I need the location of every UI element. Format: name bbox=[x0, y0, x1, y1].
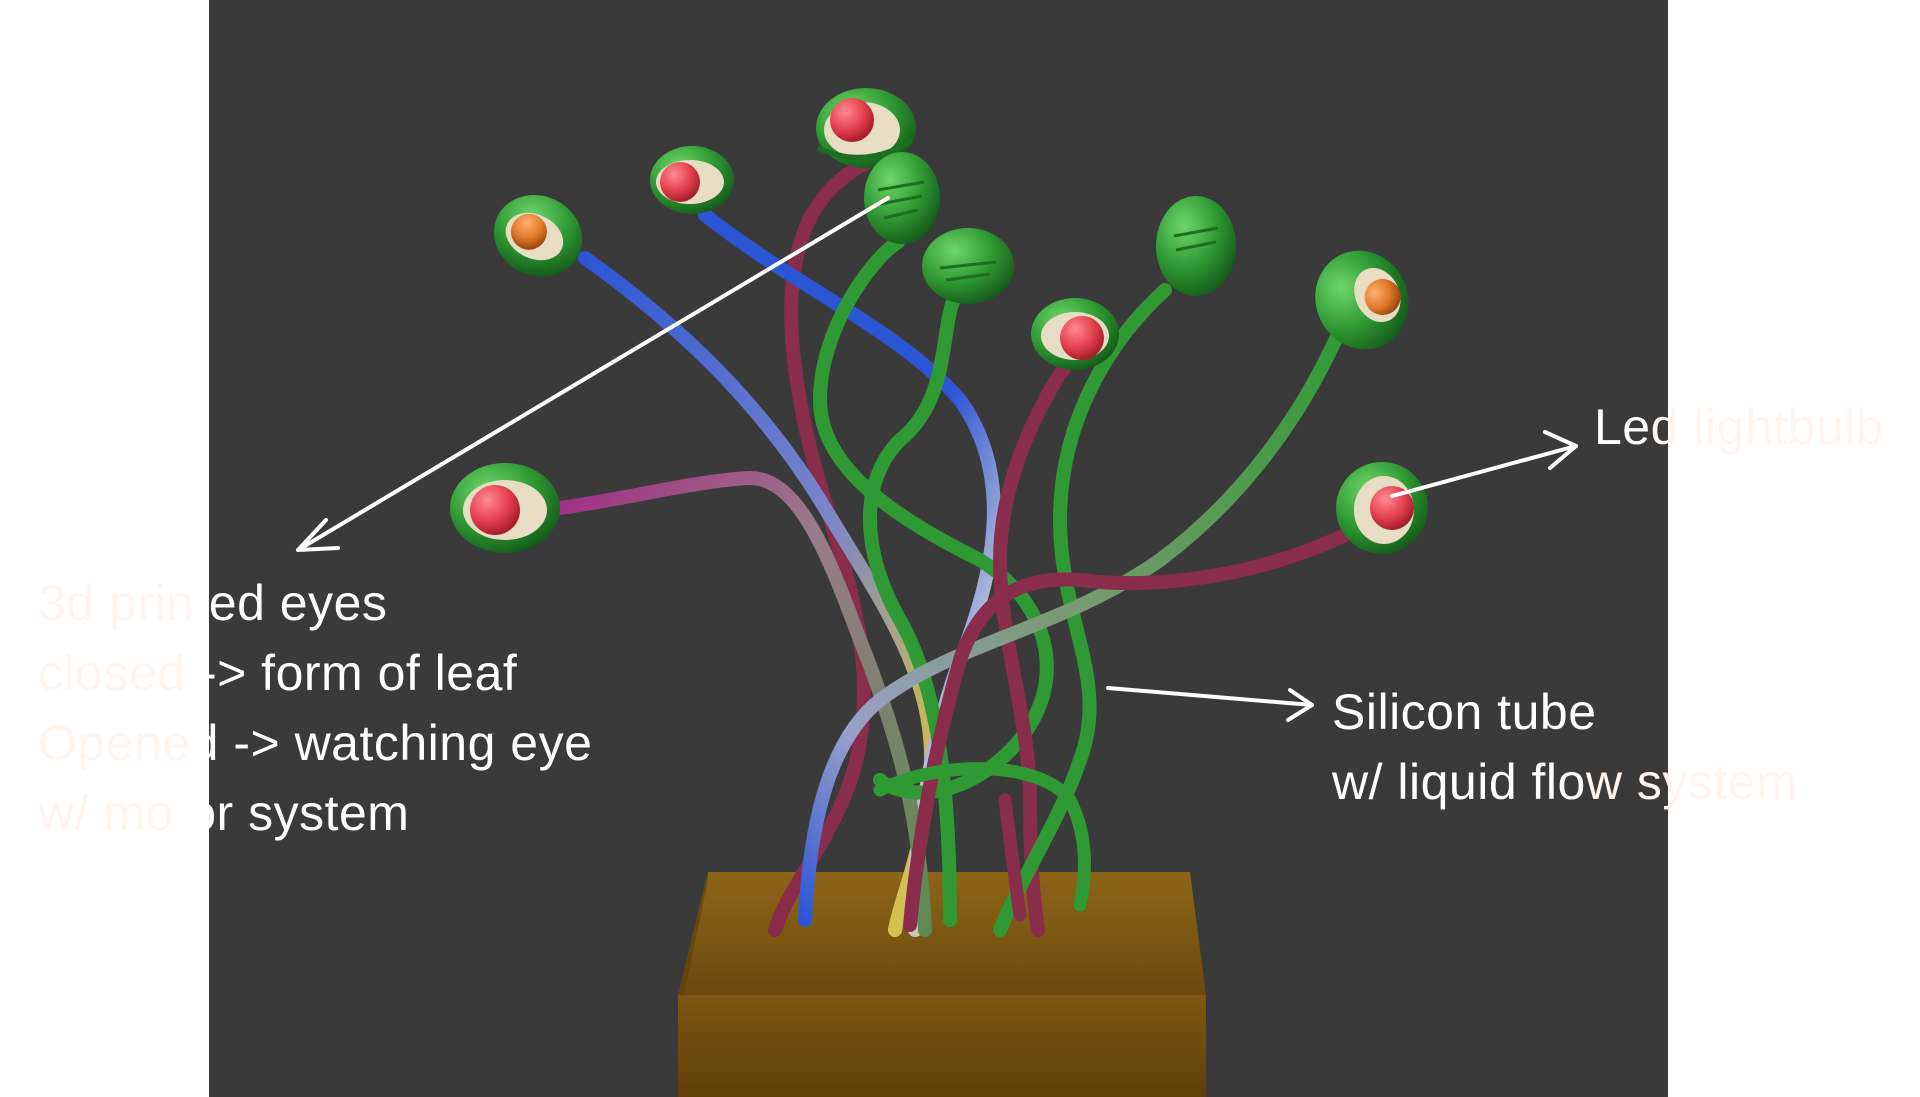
arrow-led bbox=[1390, 430, 1578, 498]
eyes-label-1-faded: 3d prin bbox=[38, 575, 195, 631]
led-label-visible: Le bbox=[1594, 399, 1651, 455]
eyes-label-line-1: 3d printed eyes bbox=[38, 568, 387, 638]
eye-bulb-center-right bbox=[1031, 298, 1119, 370]
eye-bulb-lower-left bbox=[450, 463, 560, 553]
eye-bulb-top bbox=[816, 88, 916, 168]
eyes-label-4-faded: w/ mo bbox=[38, 785, 174, 841]
led-label: Led lightbulb bbox=[1594, 392, 1884, 462]
tube-label-2-visible: w/ liquid flo bbox=[1332, 754, 1586, 810]
eye-bulb-left bbox=[493, 195, 583, 277]
eyes-label-line-3: Opened -> watching eye bbox=[38, 708, 592, 778]
eyes-label-3-visible: d -> watching eye bbox=[190, 715, 593, 771]
tube-label-line-2: w/ liquid flow system bbox=[1332, 747, 1798, 817]
eyes-label-2-faded: closed bbox=[38, 645, 200, 701]
tube-label-line-1: Silicon tube bbox=[1332, 677, 1597, 747]
eye-bulb-upper-left bbox=[650, 146, 734, 214]
eyes-label-1-visible: ted eyes bbox=[194, 575, 388, 631]
eyes-label-line-4: w/ motor system bbox=[38, 778, 409, 848]
eyes-label-3-faded: Opene bbox=[38, 715, 191, 771]
pot-block bbox=[678, 872, 1206, 1097]
closed-leaf-bulb-mid bbox=[922, 228, 1014, 304]
arrow-eyes bbox=[296, 196, 890, 552]
tube-label-1: Silicon tube bbox=[1332, 684, 1597, 740]
closed-leaf-bulb-center bbox=[864, 152, 940, 244]
tube-label-2-faded: w system bbox=[1585, 754, 1799, 810]
closed-leaf-bulb-right bbox=[1156, 196, 1236, 296]
eyes-label-2-visible: -> form of leaf bbox=[199, 645, 518, 701]
eye-bulb-led bbox=[1336, 462, 1428, 554]
arrow-tube bbox=[1106, 686, 1314, 722]
tubes bbox=[553, 155, 1352, 937]
eyes-label-4-visible: tor system bbox=[173, 785, 410, 841]
led-label-faded: d lightbulb bbox=[1650, 399, 1885, 455]
eyes-label-line-2: closed -> form of leaf bbox=[38, 638, 517, 708]
arrows bbox=[296, 196, 1578, 722]
eye-bulb-far-right bbox=[1315, 250, 1409, 350]
